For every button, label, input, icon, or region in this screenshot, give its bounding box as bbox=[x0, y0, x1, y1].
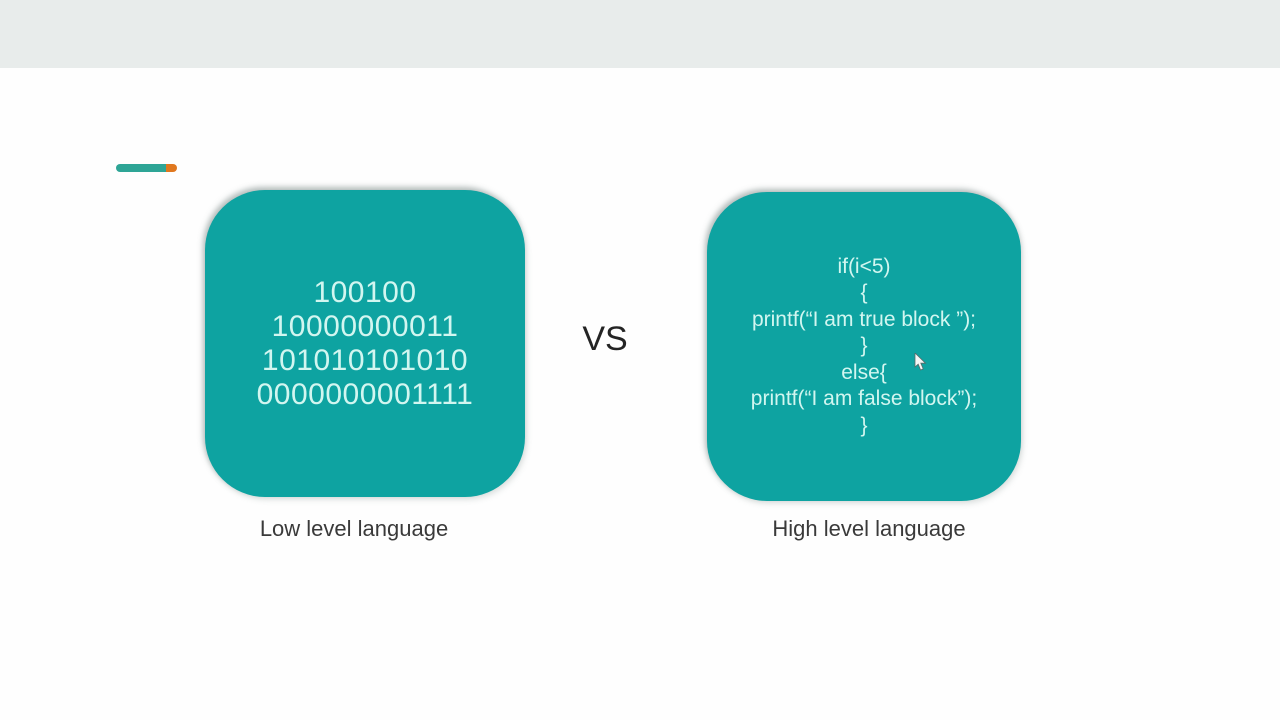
code-line: printf(“I am true block ”); bbox=[751, 307, 977, 331]
binary-line: 101010101010 bbox=[261, 343, 469, 377]
low-level-caption: Low level language bbox=[259, 516, 449, 541]
accent-dash-orange-segment bbox=[166, 164, 177, 172]
vs-label: VS bbox=[582, 320, 628, 358]
code-line: printf(“I am false block”); bbox=[750, 387, 978, 411]
high-level-panel: if(i<5) { printf(“I am true block ”); } … bbox=[707, 192, 1021, 501]
accent-dash bbox=[116, 164, 177, 172]
low-level-panel: 100100 10000000011 101010101010 00000000… bbox=[205, 190, 525, 497]
code-line: if(i<5) bbox=[837, 254, 891, 278]
code-line: else{ bbox=[841, 360, 887, 384]
top-bar bbox=[0, 0, 1280, 68]
code-line: { bbox=[860, 281, 868, 305]
code-line: } bbox=[860, 413, 868, 437]
binary-line: 100100 bbox=[313, 275, 417, 309]
binary-line: 10000000011 bbox=[271, 309, 459, 343]
code-line: } bbox=[860, 334, 868, 358]
binary-line: 0000000001111 bbox=[256, 377, 474, 411]
high-level-caption: High level language bbox=[772, 516, 966, 541]
accent-dash-teal-segment bbox=[116, 164, 166, 172]
